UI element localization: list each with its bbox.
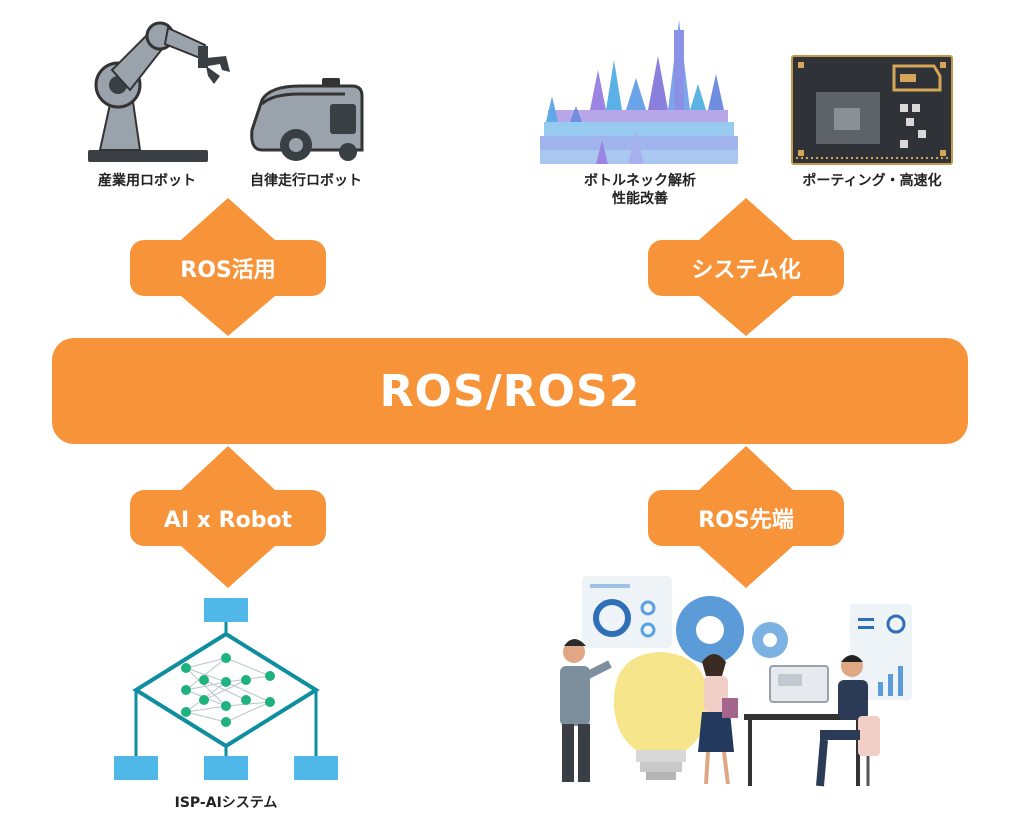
connector-label-ros-katsuyou: ROS活用 [180, 258, 276, 283]
connector-label-system: システム化 [691, 257, 800, 283]
caption-bottleneck-line2: 性能改善 [612, 191, 668, 207]
team-innovation-illustration-icon [560, 576, 912, 787]
connector-label-ros-sentan: ROS先端 [698, 508, 794, 533]
caption-autonomous-robot: 自律走行ロボット [250, 173, 362, 189]
connector-ai-robot: AI x Robot [130, 446, 326, 588]
neural-network-diagram-icon [114, 598, 338, 780]
caption-industrial-robot: 産業用ロボット [98, 173, 196, 189]
caption-porting: ポーティング・高速化 [802, 173, 942, 189]
ros-ros2-main-bar: ROS/ROS2 [52, 338, 968, 444]
ros-ros2-label: ROS/ROS2 [379, 365, 641, 417]
circuit-board-icon [791, 55, 953, 165]
connector-label-ai-robot: AI x Robot [164, 508, 293, 533]
connector-ros-katsuyou: ROS活用 [130, 198, 326, 336]
industrial-robot-arm-icon [88, 21, 230, 162]
connector-ros-sentan: ROS先端 [648, 446, 844, 588]
caption-isp-ai: ISP-AIシステム [174, 795, 278, 811]
caption-bottleneck-line1: ボトルネック解析 [584, 173, 696, 189]
connector-system: システム化 [648, 198, 844, 336]
autonomous-mobile-robot-icon [250, 78, 364, 161]
bottleneck-analysis-chart-icon [540, 20, 738, 164]
